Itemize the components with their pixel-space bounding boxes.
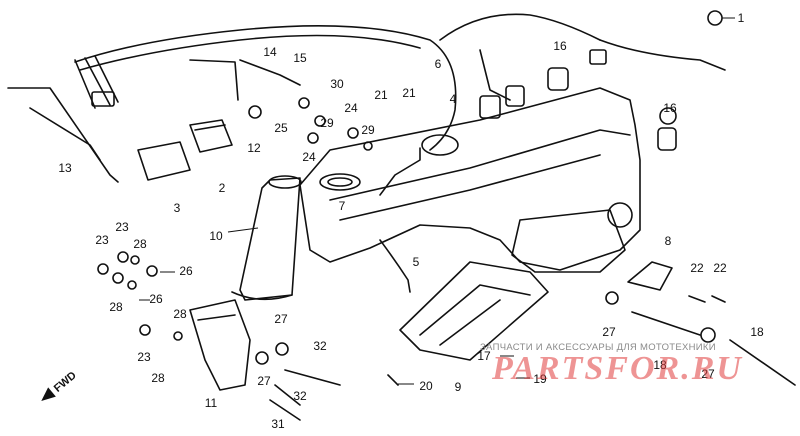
callout-18-mid: 18 xyxy=(653,358,667,372)
bolt-32 xyxy=(284,369,341,386)
callout-27-a: 27 xyxy=(274,312,288,326)
collar-16 xyxy=(657,127,677,151)
callout-13: 13 xyxy=(58,161,72,175)
callout-3: 3 xyxy=(174,201,181,215)
cable-5 xyxy=(379,239,411,293)
head-tube xyxy=(239,177,301,301)
bracket-8 xyxy=(627,261,673,291)
nut-1 xyxy=(707,10,723,26)
callout-27-c: 27 xyxy=(602,325,616,339)
ignition-coil xyxy=(421,134,459,156)
lead-13 xyxy=(29,107,101,161)
callout-15: 15 xyxy=(293,51,307,65)
callout-22-b: 22 xyxy=(713,261,727,275)
callout-32-a: 32 xyxy=(313,339,327,353)
callout-27-b: 27 xyxy=(257,374,271,388)
callout-26-a: 26 xyxy=(179,264,193,278)
callout-24-a: 24 xyxy=(344,101,358,115)
callout-22-a: 22 xyxy=(690,261,704,275)
callout-29-b: 29 xyxy=(361,123,375,137)
callout-17: 17 xyxy=(477,349,491,363)
callout-16-right: 16 xyxy=(663,101,677,115)
watermark-logo: PARTSFOR.RU xyxy=(492,350,743,387)
main-frame xyxy=(299,87,641,271)
callout-32-b: 32 xyxy=(293,389,307,403)
watermark-tagline: ЗАПЧАСТИ И АКСЕССУАРЫ ДЛЯ МОТОТЕХНИКИ xyxy=(480,342,716,353)
wiring-harness xyxy=(74,24,457,151)
callout-8: 8 xyxy=(665,234,672,248)
callout-12: 12 xyxy=(247,141,261,155)
callout-28-b: 28 xyxy=(109,300,123,314)
callout-21-b: 21 xyxy=(402,86,416,100)
callout-labels: 1 2 3 4 5 6 7 8 9 10 11 12 13 14 15 16 1… xyxy=(58,11,764,431)
callout-11: 11 xyxy=(205,396,218,410)
callout-18-right: 18 xyxy=(750,325,764,339)
callout-30: 30 xyxy=(330,77,344,91)
callout-2: 2 xyxy=(219,181,226,195)
callout-7: 7 xyxy=(339,199,346,213)
fwd-label: FWD xyxy=(52,369,79,394)
relay-box xyxy=(137,141,191,181)
callout-23-c: 23 xyxy=(137,350,151,364)
callout-25: 25 xyxy=(274,121,288,135)
callout-14: 14 xyxy=(263,45,277,59)
callout-20: 20 xyxy=(419,379,433,393)
callout-6: 6 xyxy=(435,57,442,71)
callout-28-c: 28 xyxy=(151,371,165,385)
callout-23-a: 23 xyxy=(95,233,109,247)
grommet-7 xyxy=(319,173,361,191)
skid-plate xyxy=(399,261,549,361)
callout-24-b: 24 xyxy=(302,150,316,164)
callout-9: 9 xyxy=(455,380,462,394)
callout-21-a: 21 xyxy=(374,88,388,102)
callout-31: 31 xyxy=(271,417,285,431)
frame-inner-line xyxy=(329,129,631,201)
callout-26-b: 26 xyxy=(149,292,163,306)
callout-23-b: 23 xyxy=(115,220,129,234)
callout-28-a: 28 xyxy=(133,237,147,251)
callout-5: 5 xyxy=(413,255,420,269)
callout-10: 10 xyxy=(209,229,223,243)
callout-1: 1 xyxy=(738,11,745,25)
callout-28-d: 28 xyxy=(173,307,187,321)
callout-19: 19 xyxy=(533,372,547,386)
callout-4: 4 xyxy=(450,92,457,106)
rod-14 xyxy=(189,59,239,101)
rear-bracket xyxy=(511,209,626,273)
callout-29-a: 29 xyxy=(320,116,334,130)
bolt-18 xyxy=(631,311,701,336)
bracket-11 xyxy=(189,299,251,391)
fwd-arrow: FWD xyxy=(41,369,79,401)
callout-16-top: 16 xyxy=(553,39,567,53)
callout-27-d: 27 xyxy=(701,367,715,381)
bolt-31 xyxy=(269,399,301,421)
